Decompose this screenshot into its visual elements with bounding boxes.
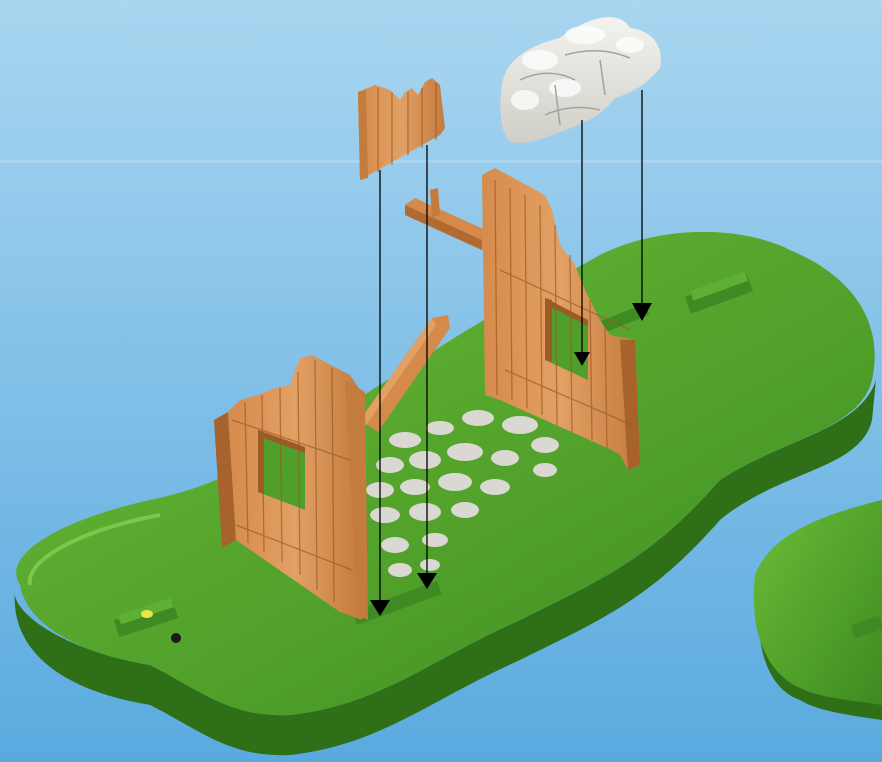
peg-yellow [141, 610, 153, 618]
peg-hole [171, 633, 181, 643]
sky-band [0, 160, 882, 163]
